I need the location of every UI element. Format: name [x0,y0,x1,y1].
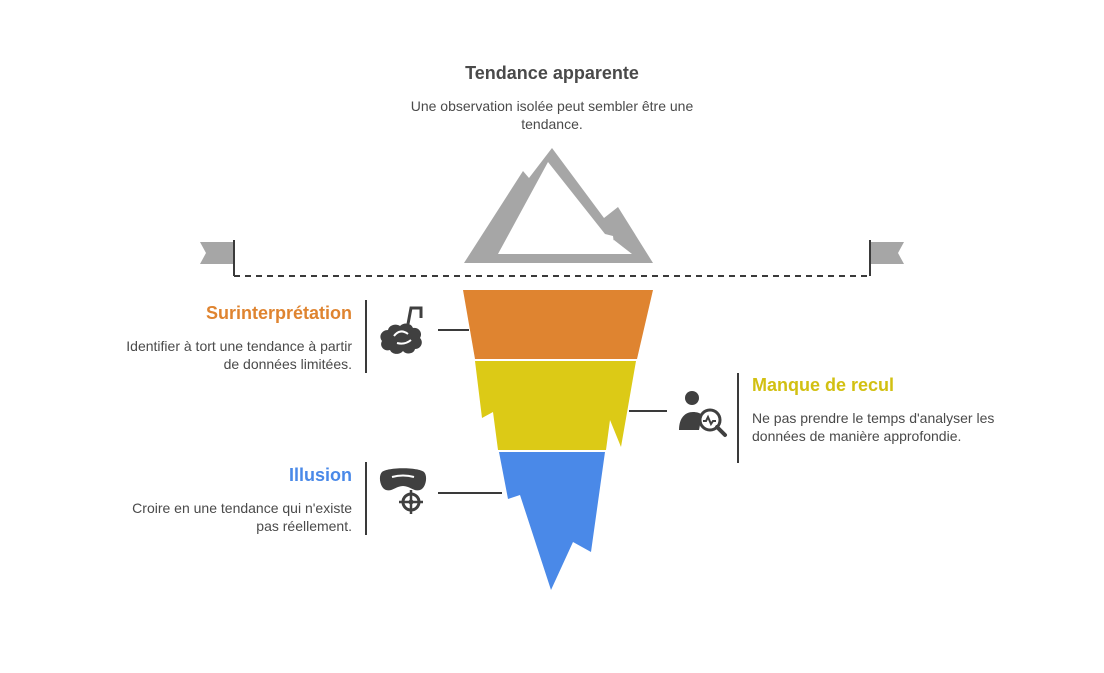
layer-surinterpretation-description: Identifier à tort une tendance à partir … [126,338,352,372]
layer-manque-de-recul-shape [475,361,636,450]
brain-gear-icon [380,306,423,354]
person-analytics-icon [679,391,727,437]
goggles-crosshair-icon [379,468,427,514]
iceberg-tip-inner [498,168,632,254]
left-flag [200,242,234,264]
top-title: Tendance apparente [465,63,639,83]
layer-surinterpretation-title: Surinterprétation [205,303,352,323]
layer-surinterpretation-shape [463,290,653,359]
top-description: Une observation isolée peut sembler être… [410,98,694,132]
layer-manque-de-recul-title: Manque de recul [752,375,895,395]
layer-illusion-description: Croire en une tendance qui n'existe pas … [132,500,352,534]
layer-illusion-shape [499,452,605,590]
right-flag [870,242,904,264]
layer-manque-de-recul-description: Ne pas prendre le temps d'analyser les d… [752,410,995,444]
layer-illusion-title: Illusion [289,465,352,485]
